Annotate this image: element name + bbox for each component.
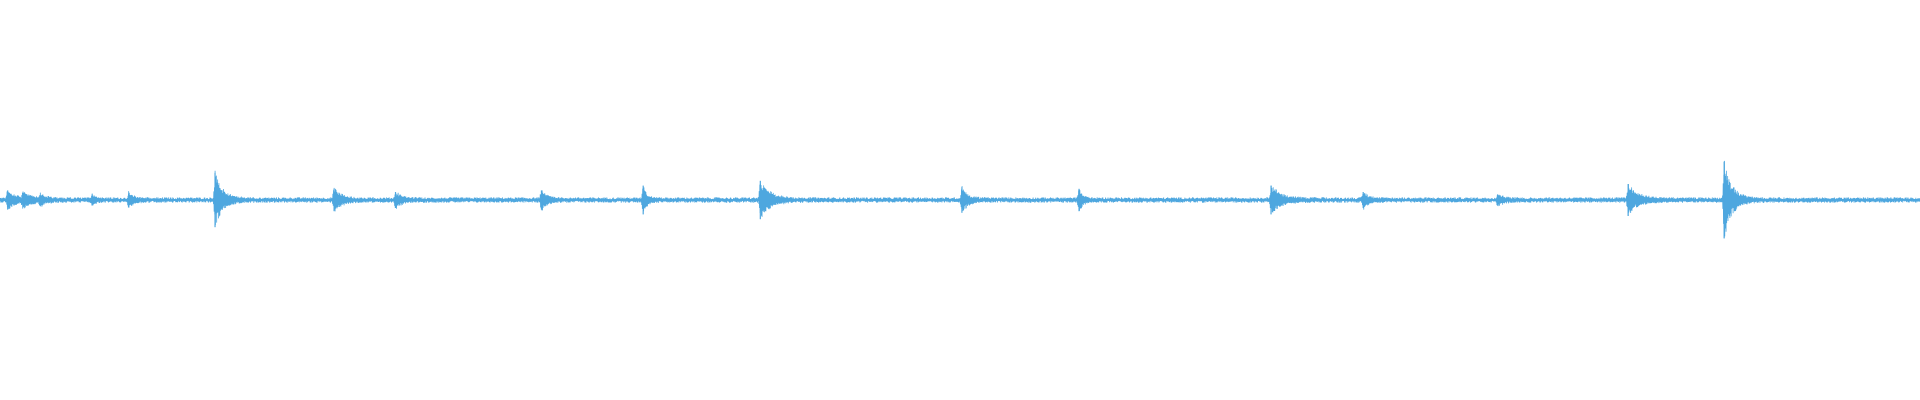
waveform-series [0, 160, 1920, 239]
waveform-line [0, 160, 1920, 239]
